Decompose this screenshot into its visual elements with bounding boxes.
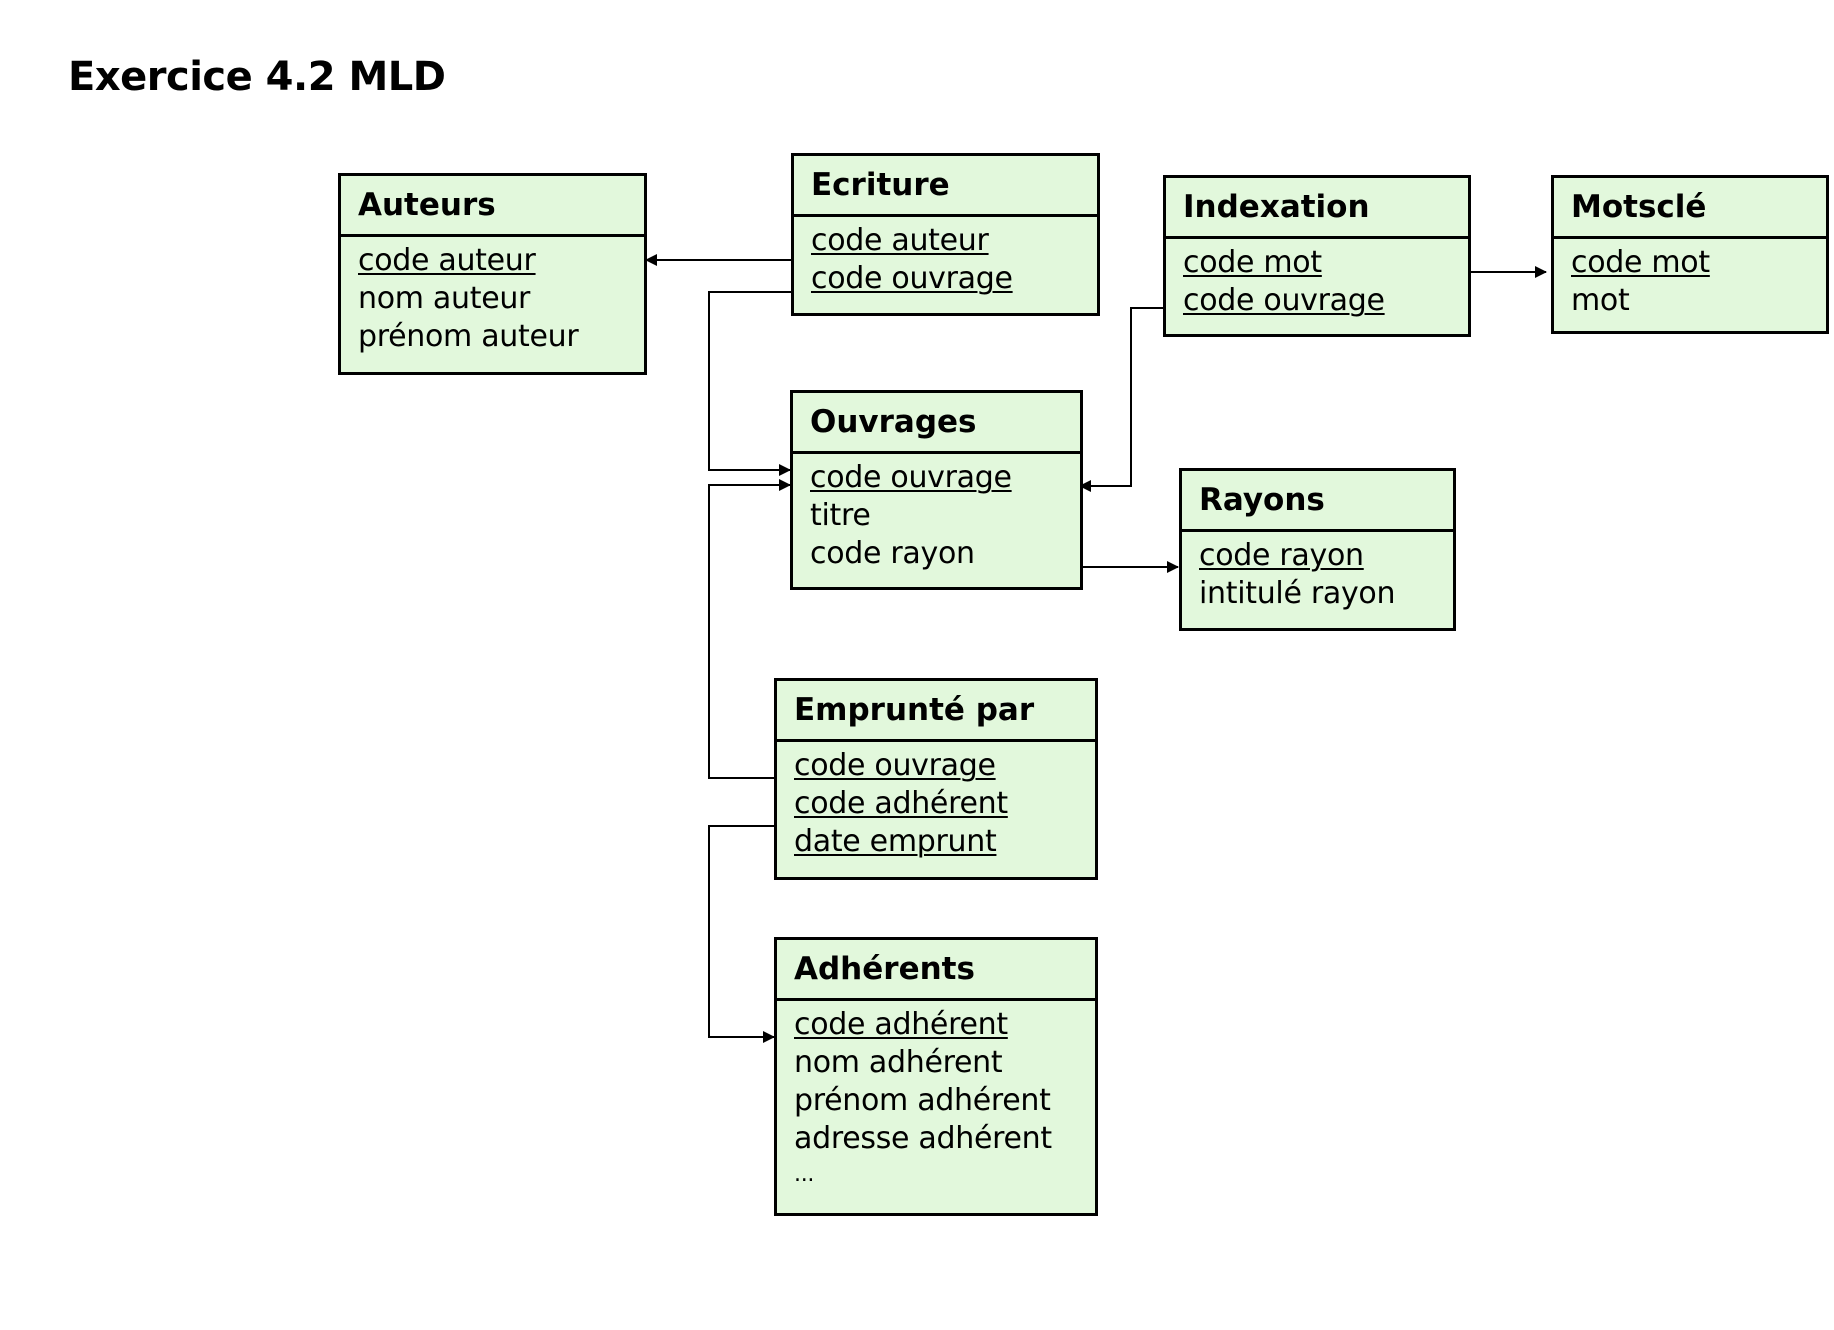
attribute-code-rayon: code rayon [810,536,975,571]
attribute-list: code adhérent nom adhérent prénom adhére… [777,1001,1095,1192]
link-emprunte-adherents [708,825,775,1043]
attribute-list: code mot code ouvrage [1166,239,1468,320]
entity-ouvrages: Ouvrages code ouvrage titre code rayon [790,390,1083,590]
entity-rayons: Rayons code rayon intitulé rayon [1179,468,1456,631]
attribute-list: code auteur code ouvrage [794,217,1097,298]
page-title: Exercice 4.2 MLD [68,54,446,100]
attribute-list: code mot mot [1554,239,1826,320]
entity-emprunte-par: Emprunté par code ouvrage code adhérent … [774,678,1098,880]
entity-motscle: Motsclé code mot mot [1551,175,1829,334]
attribute-nom-auteur: nom auteur [358,281,531,316]
attribute-list: code ouvrage titre code rayon [793,454,1080,573]
attribute-code-ouvrage: code ouvrage [1183,283,1385,318]
attribute-titre: titre [810,498,871,533]
attribute-code-adherent: code adhérent [794,786,1008,821]
attribute-code-auteur: code auteur [358,243,536,278]
entity-title: Indexation [1166,178,1468,239]
attribute-ellipsis: ... [794,1162,815,1187]
link-indexation-ouvrages [1079,307,1163,492]
attribute-code-adherent: code adhérent [794,1007,1008,1042]
entity-indexation: Indexation code mot code ouvrage [1163,175,1471,337]
entity-title: Rayons [1182,471,1453,532]
attribute-list: code ouvrage code adhérent date emprunt [777,742,1095,861]
entity-title: Auteurs [341,176,644,237]
entity-title: Ouvrages [793,393,1080,454]
attribute-code-auteur: code auteur [811,223,989,258]
entity-title: Motsclé [1554,178,1826,239]
attribute-list: code auteur nom auteur prénom auteur [341,237,644,356]
link-ecriture-ouvrages [708,291,791,476]
attribute-date-emprunt: date emprunt [794,824,997,859]
entity-title: Emprunté par [777,681,1095,742]
attribute-intitule-rayon: intitulé rayon [1199,576,1396,611]
attribute-code-mot: code mot [1571,245,1710,280]
link-emprunte-ouvrages [708,479,791,779]
attribute-code-mot: code mot [1183,245,1322,280]
attribute-nom-adherent: nom adhérent [794,1045,1003,1080]
entity-auteurs: Auteurs code auteur nom auteur prénom au… [338,173,647,375]
attribute-mot: mot [1571,283,1630,318]
entity-title: Ecriture [794,156,1097,217]
attribute-code-ouvrage: code ouvrage [811,261,1013,296]
attribute-adresse-adherent: adresse adhérent [794,1121,1052,1156]
attribute-prenom-auteur: prénom auteur [358,319,579,354]
attribute-code-rayon: code rayon [1199,538,1364,573]
attribute-code-ouvrage: code ouvrage [810,460,1012,495]
entity-ecriture: Ecriture code auteur code ouvrage [791,153,1100,316]
attribute-prenom-adherent: prénom adhérent [794,1083,1051,1118]
entity-adherents: Adhérents code adhérent nom adhérent pré… [774,937,1098,1216]
attribute-list: code rayon intitulé rayon [1182,532,1453,613]
entity-title: Adhérents [777,940,1095,1001]
attribute-code-ouvrage: code ouvrage [794,748,996,783]
